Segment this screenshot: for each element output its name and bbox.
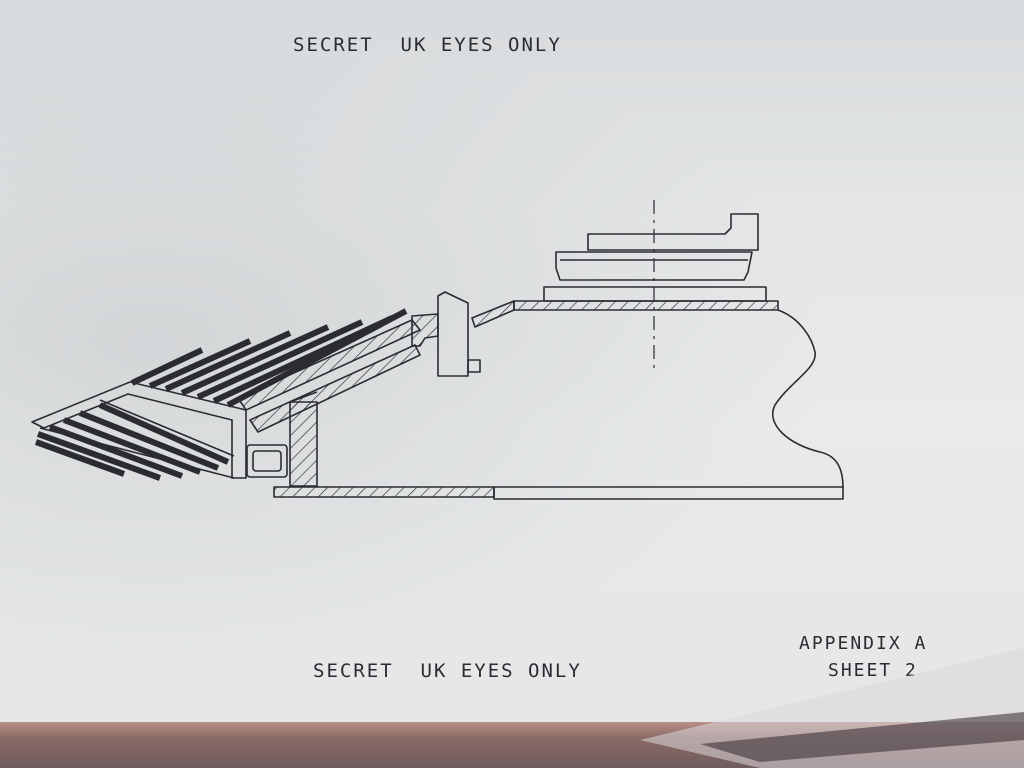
- appendix-label: APPENDIX A: [799, 633, 928, 654]
- top-fitting-upper: [587, 213, 759, 251]
- top-fitting-cap: [555, 251, 753, 281]
- body-outline: [772, 309, 844, 489]
- support-post: [289, 401, 318, 487]
- clamp-block: [437, 291, 469, 377]
- sheet-number-label: SHEET 2: [828, 660, 918, 681]
- box-section: [246, 444, 288, 478]
- security-marking-bottom: SECRET UK EYES ONLY: [313, 660, 582, 682]
- security-marking-top: SECRET UK EYES ONLY: [293, 34, 562, 56]
- sloped-deck-upper: [237, 319, 421, 411]
- sloped-deck-lower: [249, 344, 421, 433]
- bottom-plate: [493, 486, 844, 500]
- skirt-upper: [471, 300, 515, 328]
